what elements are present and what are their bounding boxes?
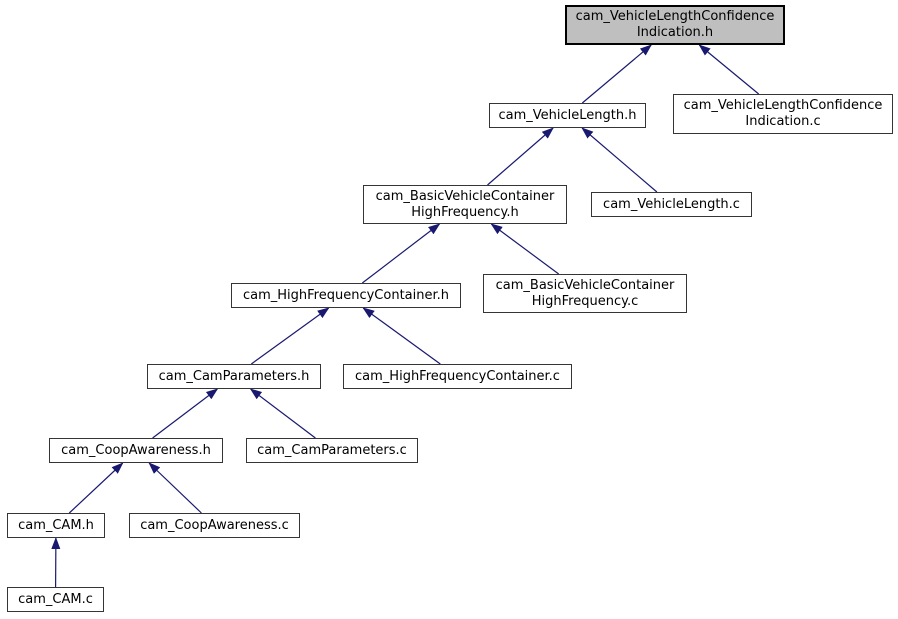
graph-node-label: cam_BasicVehicleContainer HighFrequency.… [495, 277, 675, 309]
graph-node-label: cam_VehicleLengthConfidence Indication.h [575, 9, 775, 40]
edge-cam_VehicleLength_h-to-cam_VehicleLengthConfidenceIndication_h [581, 44, 652, 104]
edges [51, 44, 760, 588]
graph-node-label: cam_CoopAwareness.c [140, 517, 289, 533]
graph-node-label: cam_CamParameters.h [158, 368, 310, 384]
graph-node-cam_CoopAwareness_c[interactable]: cam_CoopAwareness.c [129, 513, 300, 538]
graph-node-cam_VehicleLengthConfidenceIndication_h: cam_VehicleLengthConfidence Indication.h [565, 5, 785, 45]
graph-node-cam_BasicVehicleContainerHighFrequency_c[interactable]: cam_BasicVehicleContainer HighFrequency.… [483, 274, 687, 313]
graph-node-label: cam_CamParameters.c [257, 442, 407, 458]
edge-cam_CamParameters_c-to-cam_CamParameters_h [249, 388, 316, 439]
graph-node-cam_CamParameters_c[interactable]: cam_CamParameters.c [246, 438, 418, 463]
edge-cam_CAM_h-to-cam_CoopAwareness_h [68, 462, 124, 514]
edge-cam_CoopAwareness_c-to-cam_CoopAwareness_h [148, 462, 202, 514]
graph-node-label: cam_HighFrequencyContainer.h [242, 287, 450, 303]
graph-node-label: cam_VehicleLengthConfidence Indication.c [683, 98, 883, 129]
graph-node-label: cam_VehicleLength.c [603, 196, 740, 212]
graph-node-label: cam_VehicleLength.h [498, 107, 637, 123]
graph-node-cam_HighFrequencyContainer_h[interactable]: cam_HighFrequencyContainer.h [231, 283, 461, 308]
graph-node-cam_CAM_h[interactable]: cam_CAM.h [7, 513, 105, 538]
graph-node-label: cam_HighFrequencyContainer.c [355, 368, 560, 384]
edge-cam_BasicVehicleContainerHighFrequency_h-to-cam_VehicleLength_h [487, 127, 554, 186]
graph-node-label: cam_CAM.c [18, 591, 93, 607]
edge-cam_BasicVehicleContainerHighFrequency_c-to-cam_BasicVehicleContainerHighFrequency_h [490, 223, 560, 275]
graph-node-label: cam_CAM.h [18, 517, 94, 533]
graph-node-cam_HighFrequencyContainer_c[interactable]: cam_HighFrequencyContainer.c [343, 364, 572, 389]
edge-cam_HighFrequencyContainer_c-to-cam_HighFrequencyContainer_h [362, 307, 441, 365]
edge-cam_CamParameters_h-to-cam_HighFrequencyContainer_h [250, 307, 330, 365]
graph-node-cam_CoopAwareness_h[interactable]: cam_CoopAwareness.h [49, 438, 223, 463]
graph-node-cam_VehicleLength_h[interactable]: cam_VehicleLength.h [489, 103, 646, 128]
edge-cam_VehicleLengthConfidenceIndication_c-to-cam_VehicleLengthConfidenceIndication_h [698, 44, 760, 95]
graph-node-cam_BasicVehicleContainerHighFrequency_h[interactable]: cam_BasicVehicleContainer HighFrequency.… [363, 185, 567, 224]
edge-cam_HighFrequencyContainer_h-to-cam_BasicVehicleContainerHighFrequency_h [361, 223, 441, 284]
graph-node-cam_CAM_c[interactable]: cam_CAM.c [7, 587, 104, 612]
edge-cam_VehicleLength_c-to-cam_VehicleLength_h [581, 127, 658, 193]
graph-node-label: cam_BasicVehicleContainer HighFrequency.… [375, 188, 555, 220]
graph-node-cam_VehicleLengthConfidenceIndication_c[interactable]: cam_VehicleLengthConfidence Indication.c [673, 94, 893, 134]
edge-cam_CoopAwareness_h-to-cam_CamParameters_h [152, 388, 219, 439]
graph-node-cam_VehicleLength_c[interactable]: cam_VehicleLength.c [591, 192, 752, 217]
graph-node-cam_CamParameters_h[interactable]: cam_CamParameters.h [147, 364, 321, 389]
graph-node-label: cam_CoopAwareness.h [61, 442, 211, 458]
